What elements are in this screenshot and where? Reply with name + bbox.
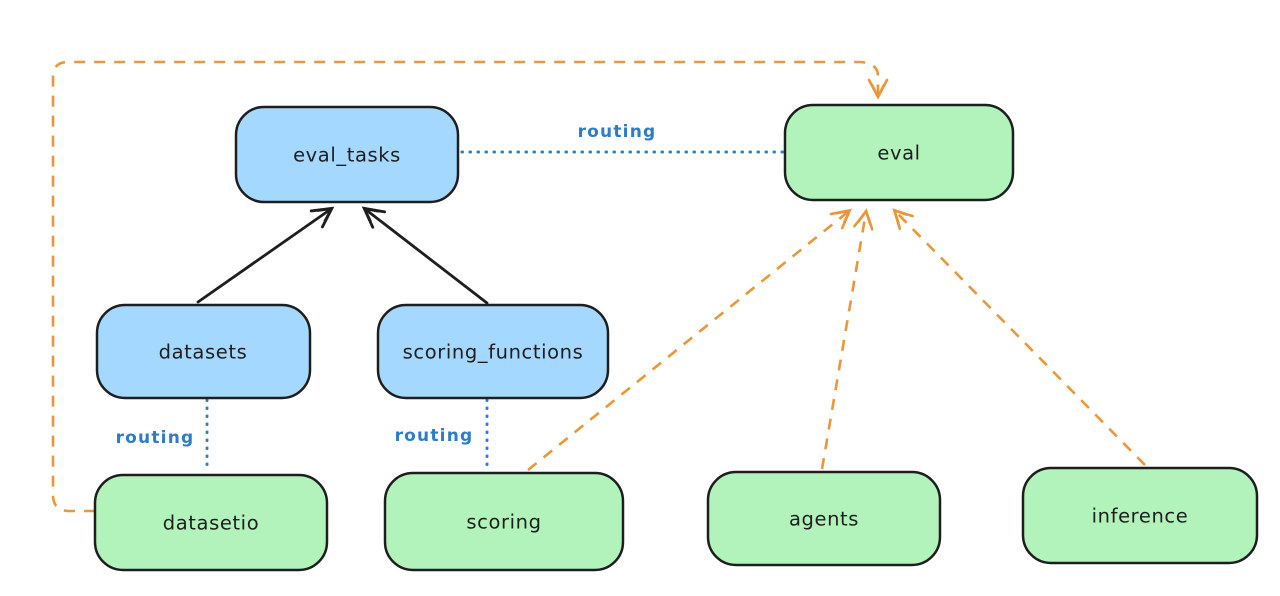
node-eval-tasks-label: eval_tasks <box>293 144 401 167</box>
edge-agents-to-eval <box>820 208 874 470</box>
node-datasetio-box <box>93 473 329 572</box>
edge-scoring-functions-to-eval-tasks <box>361 206 489 305</box>
node-eval: eval <box>783 103 1015 202</box>
node-eval-tasks-box <box>234 105 460 204</box>
node-datasetio: datasetio <box>93 473 329 572</box>
routing-label-top: routing <box>578 122 657 142</box>
node-datasets: datasets <box>95 303 312 400</box>
node-scoring: scoring <box>383 471 625 572</box>
edge-inference-to-eval <box>892 208 1146 466</box>
node-datasets-label: datasets <box>159 341 248 364</box>
node-scoring-box <box>383 471 625 572</box>
node-scoring-functions-box <box>376 303 610 400</box>
node-inference-label: inference <box>1092 505 1189 528</box>
node-scoring-functions: scoring_functions <box>376 303 610 400</box>
node-inference: inference <box>1021 466 1259 565</box>
node-scoring-functions-label: scoring_functions <box>403 341 584 364</box>
node-datasets-box <box>95 303 312 400</box>
routing-label-datasetio: routing <box>116 428 195 448</box>
node-inference-box <box>1021 466 1259 565</box>
node-agents: agents <box>706 470 942 567</box>
edge-scoring-to-eval <box>527 208 852 472</box>
node-eval-label: eval <box>877 142 920 165</box>
edge-datasetio-to-eval <box>51 60 889 513</box>
edge-datasets-to-eval-tasks <box>196 206 335 304</box>
node-scoring-label: scoring <box>466 511 541 534</box>
node-agents-box <box>706 470 942 567</box>
node-datasetio-label: datasetio <box>163 512 259 535</box>
routing-label-scoring: routing <box>395 426 474 446</box>
node-eval-tasks: eval_tasks <box>234 105 460 204</box>
node-eval-box <box>783 103 1015 202</box>
node-agents-label: agents <box>789 508 859 531</box>
